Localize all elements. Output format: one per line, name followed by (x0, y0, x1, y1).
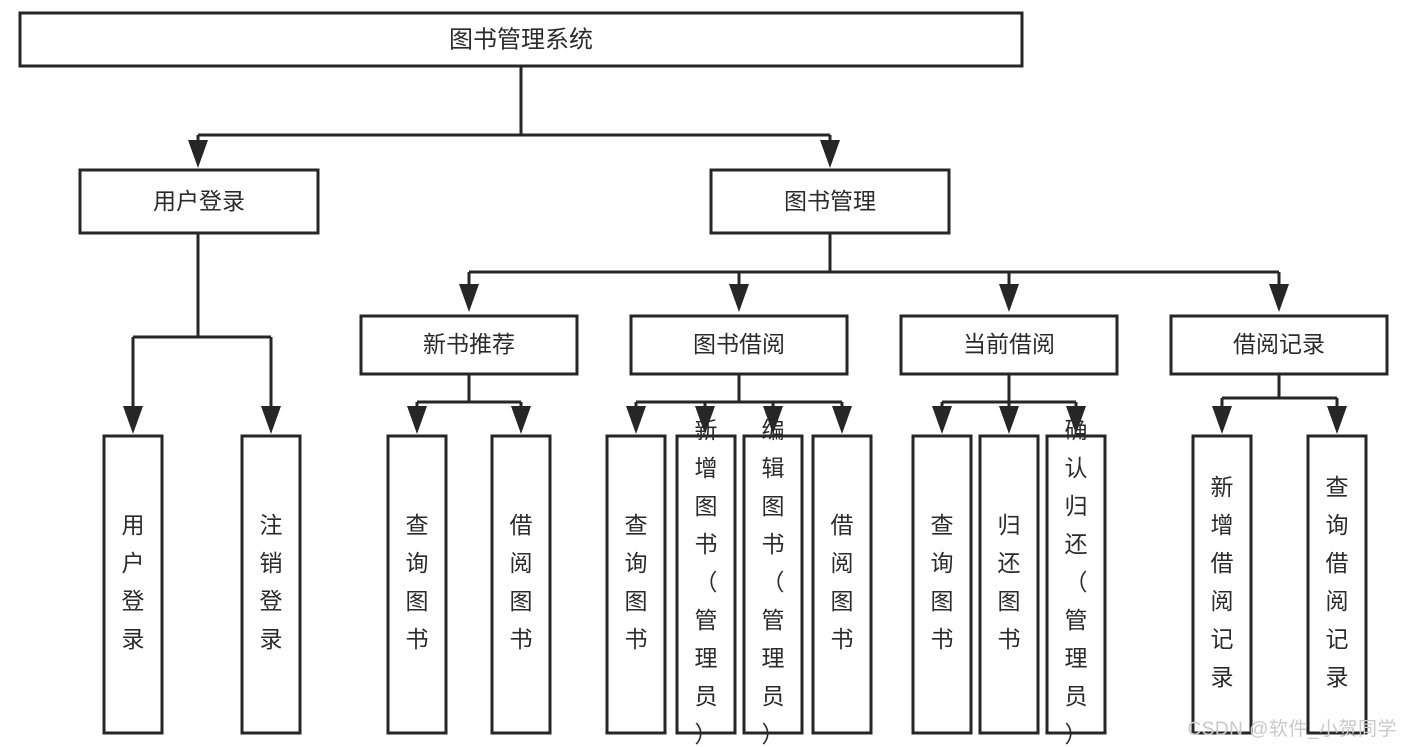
node-user-login[interactable]: 用户登录 (78, 168, 320, 235)
leaf-confirm-return-label: 确认归还（管理员） (1065, 417, 1088, 747)
leaf-add-book-label: 新增图书（管理员） (695, 417, 718, 747)
new-book-recommend-label: 新书推荐 (423, 331, 515, 357)
arrow-book-manage-to-borrow-record (1269, 284, 1289, 312)
node-borrow-record[interactable]: 借阅记录 (1169, 314, 1389, 376)
leaf-user-login-label: 用户登录 (122, 512, 145, 652)
leaf-user-logout-box[interactable] (240, 434, 302, 735)
arrow-book-manage-to-current-borrow (999, 284, 1019, 312)
borrow-record-label: 借阅记录 (1233, 331, 1325, 357)
leaf-borrow-book-1-box[interactable] (490, 434, 552, 735)
current-borrow-box[interactable] (899, 314, 1119, 376)
node-leaf-return-book[interactable]: 归还图书 (978, 434, 1040, 735)
node-leaf-confirm-return[interactable]: 确认归还（管理员） (1045, 417, 1107, 747)
leaf-edit-book-box[interactable] (742, 434, 804, 735)
arrow-book-borrow-leaf-2 (695, 406, 715, 434)
arrow-book-borrow-leaf-4 (832, 406, 852, 434)
arrow-book-manage-to-book-borrow (729, 284, 749, 312)
arrow-new-book-leaf-1 (407, 406, 427, 434)
leaf-return-book-box[interactable] (978, 434, 1040, 735)
leaf-confirm-return-box[interactable] (1045, 434, 1107, 735)
arrow-borrow-record-leaf-1 (1212, 406, 1232, 434)
leaf-user-login-box[interactable] (102, 434, 164, 735)
book-manage-box[interactable] (709, 168, 951, 235)
book-manage-label: 图书管理 (784, 188, 876, 214)
leaf-query-book-3-box[interactable] (911, 434, 973, 735)
node-new-book-recommend[interactable]: 新书推荐 (359, 314, 579, 376)
leaf-query-borrow-record-label: 查询借阅记录 (1326, 474, 1349, 690)
leaf-return-book-label: 归还图书 (998, 512, 1021, 652)
arrow-current-borrow-leaf-1 (932, 406, 952, 434)
leaf-query-book-2-box[interactable] (605, 434, 667, 735)
arrow-root-to-book-manage (820, 140, 840, 168)
leaf-add-borrow-record-box[interactable] (1191, 434, 1253, 735)
leaf-query-book-1-label: 查询图书 (406, 512, 429, 652)
node-leaf-query-book-2[interactable]: 查询图书 (605, 434, 667, 735)
node-leaf-user-logout[interactable]: 注销登录 (240, 434, 302, 735)
leaf-query-book-1-box[interactable] (386, 434, 448, 735)
arrow-current-borrow-leaf-3 (1066, 406, 1086, 434)
node-leaf-query-book-3[interactable]: 查询图书 (911, 434, 973, 735)
arrow-root-to-user-login (188, 140, 208, 168)
arrow-user-login-leaf-2 (261, 406, 281, 434)
arrow-new-book-leaf-2 (511, 406, 531, 434)
leaf-query-book-2-label: 查询图书 (625, 512, 648, 652)
node-root[interactable]: 图书管理系统 (18, 11, 1024, 68)
leaf-query-borrow-record-box[interactable] (1306, 434, 1368, 735)
leaf-borrow-book-2-box[interactable] (811, 434, 873, 735)
node-book-manage[interactable]: 图书管理 (709, 168, 951, 235)
arrow-book-manage-to-new-book (459, 284, 479, 312)
arrow-book-borrow-leaf-3 (763, 406, 783, 434)
node-book-borrow[interactable]: 图书借阅 (629, 314, 849, 376)
book-borrow-label: 图书借阅 (693, 331, 785, 357)
node-leaf-edit-book[interactable]: 编辑图书（管理员） (742, 417, 804, 747)
node-leaf-add-book[interactable]: 新增图书（管理员） (675, 417, 737, 747)
arrow-borrow-record-leaf-2 (1327, 406, 1347, 434)
leaf-borrow-book-2-label: 借阅图书 (831, 512, 854, 652)
node-leaf-borrow-book-1[interactable]: 借阅图书 (490, 434, 552, 735)
user-login-box[interactable] (78, 168, 320, 235)
leaf-add-book-box[interactable] (675, 434, 737, 735)
node-leaf-query-borrow-record[interactable]: 查询借阅记录 (1306, 434, 1368, 735)
arrow-current-borrow-leaf-2 (999, 406, 1019, 434)
root-box[interactable] (18, 11, 1024, 68)
current-borrow-label: 当前借阅 (963, 331, 1055, 357)
book-borrow-box[interactable] (629, 314, 849, 376)
arrow-book-borrow-leaf-1 (626, 406, 646, 434)
leaf-add-borrow-record-label: 新增借阅记录 (1211, 474, 1234, 690)
arrow-user-login-leaf-1 (123, 406, 143, 434)
leaf-edit-book-label: 编辑图书（管理员） (762, 417, 785, 747)
node-leaf-user-login[interactable]: 用户登录 (102, 434, 164, 735)
borrow-record-box[interactable] (1169, 314, 1389, 376)
leaf-borrow-book-1-label: 借阅图书 (510, 512, 533, 652)
node-leaf-borrow-book-2[interactable]: 借阅图书 (811, 434, 873, 735)
leaf-query-book-3-label: 查询图书 (931, 512, 954, 652)
node-leaf-add-borrow-record[interactable]: 新增借阅记录 (1191, 434, 1253, 735)
root-label: 图书管理系统 (449, 26, 593, 53)
csdn-watermark: CSDN @软件_小贺同学 (1187, 719, 1397, 740)
node-leaf-query-book-1[interactable]: 查询图书 (386, 434, 448, 735)
node-current-borrow[interactable]: 当前借阅 (899, 314, 1119, 376)
leaf-user-logout-label: 注销登录 (260, 512, 283, 652)
new-book-recommend-box[interactable] (359, 314, 579, 376)
connector-layer (123, 66, 1347, 434)
user-login-label: 用户登录 (153, 188, 245, 214)
